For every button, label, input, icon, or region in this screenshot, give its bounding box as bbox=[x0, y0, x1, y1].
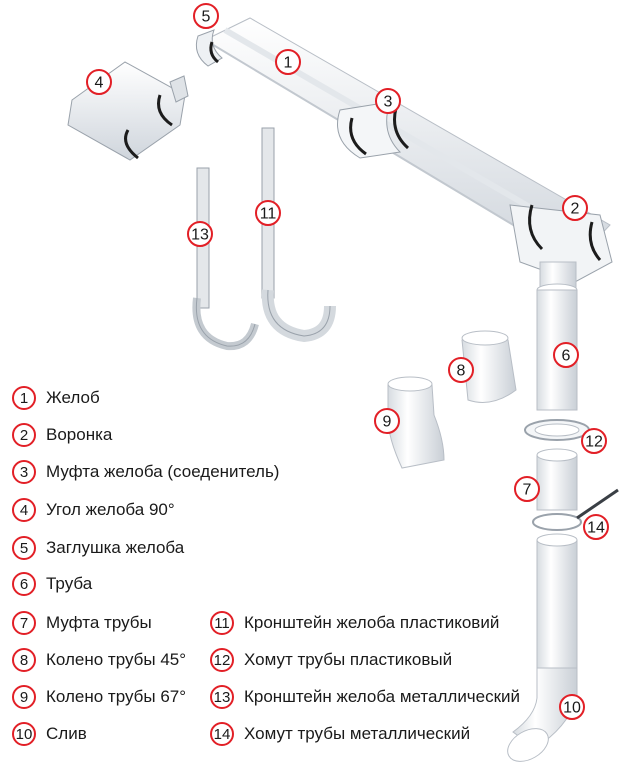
plastic-bracket bbox=[261, 127, 336, 343]
callout-14: 14 bbox=[583, 514, 609, 540]
metal-bracket bbox=[192, 167, 259, 351]
callout-circle bbox=[514, 476, 540, 502]
callout-number: 14 bbox=[587, 520, 605, 537]
callout-13: 13 bbox=[187, 221, 213, 247]
callout-9: 9 bbox=[374, 408, 400, 434]
elbow-45 bbox=[461, 330, 517, 403]
callout-1: 1 bbox=[275, 49, 301, 75]
callout-circle bbox=[448, 357, 474, 383]
elbow-67 bbox=[387, 376, 445, 469]
callout-2: 2 bbox=[562, 195, 588, 221]
callout-4: 4 bbox=[86, 69, 112, 95]
callout-circle bbox=[375, 88, 401, 114]
callout-number: 4 bbox=[95, 75, 104, 92]
callout-5: 5 bbox=[193, 3, 219, 29]
callout-circle bbox=[193, 3, 219, 29]
callout-number: 10 bbox=[563, 700, 581, 717]
callout-number: 1 bbox=[284, 55, 293, 72]
callout-number: 6 bbox=[562, 348, 571, 365]
gutter-coupling bbox=[337, 101, 410, 159]
lower-pipe bbox=[536, 533, 578, 671]
callout-7: 7 bbox=[514, 476, 540, 502]
gutter-end-cap bbox=[195, 29, 223, 67]
callout-circle bbox=[374, 408, 400, 434]
callout-8: 8 bbox=[448, 357, 474, 383]
callout-number: 3 bbox=[384, 94, 393, 111]
callout-number: 7 bbox=[523, 482, 532, 499]
callout-11: 11 bbox=[255, 200, 281, 226]
pipe-coupling bbox=[536, 448, 578, 511]
callout-number: 9 bbox=[383, 414, 392, 431]
callout-circle bbox=[553, 342, 579, 368]
callout-circle bbox=[583, 514, 609, 540]
callout-10: 10 bbox=[559, 694, 585, 720]
callout-6: 6 bbox=[553, 342, 579, 368]
callout-circle bbox=[255, 200, 281, 226]
callout-number: 12 bbox=[585, 434, 603, 451]
callout-number: 2 bbox=[571, 201, 580, 218]
callout-number: 5 bbox=[202, 9, 211, 26]
callout-circle bbox=[86, 69, 112, 95]
plastic-clamp bbox=[524, 419, 590, 441]
callout-circle bbox=[562, 195, 588, 221]
callout-3: 3 bbox=[375, 88, 401, 114]
callout-12: 12 bbox=[581, 428, 607, 454]
callout-number: 8 bbox=[457, 363, 466, 380]
metal-clamp bbox=[532, 488, 619, 531]
callout-circle bbox=[187, 221, 213, 247]
callout-circle bbox=[275, 49, 301, 75]
callout-circle bbox=[581, 428, 607, 454]
funnel bbox=[509, 204, 613, 291]
callout-number: 13 bbox=[191, 227, 209, 244]
callout-number: 11 bbox=[260, 206, 277, 223]
gutter-corner-90 bbox=[67, 61, 189, 161]
callout-circle bbox=[559, 694, 585, 720]
